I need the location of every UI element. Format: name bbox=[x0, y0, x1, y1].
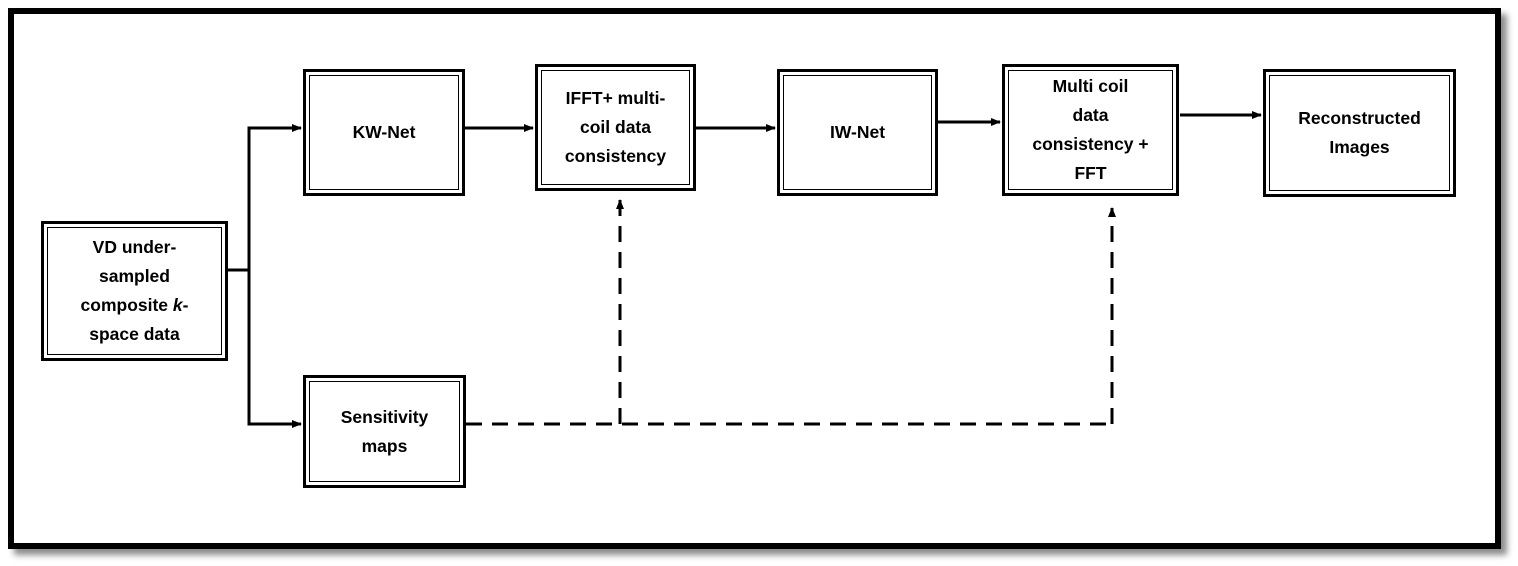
node-kw-net-label: KW-Net bbox=[352, 122, 416, 142]
edge-input-to-sensitivity bbox=[247, 270, 302, 428]
diagram-frame bbox=[8, 8, 1501, 549]
edge-input-to-kwnet bbox=[247, 124, 302, 270]
node-iw-net-label: IW-Net bbox=[829, 122, 886, 142]
node-input-kspace-label: VD under- sampled composite k- space dat… bbox=[80, 237, 189, 344]
node-input-kspace: VD under- sampled composite k- space dat… bbox=[41, 221, 228, 361]
node-ifft-data-consistency-label: IFFT+ multi- coil data consistency bbox=[564, 88, 667, 166]
node-kw-net: KW-Net bbox=[303, 69, 465, 196]
node-sensitivity-maps-label: Sensitivity maps bbox=[340, 406, 429, 456]
node-multicoil-fft-label: Multi coil data consistency + FFT bbox=[1032, 76, 1149, 183]
node-multicoil-fft: Multi coil data consistency + FFT bbox=[1002, 64, 1179, 196]
node-iw-net: IW-Net bbox=[777, 69, 938, 196]
node-ifft-data-consistency: IFFT+ multi- coil data consistency bbox=[535, 64, 696, 191]
node-sensitivity-maps: Sensitivity maps bbox=[303, 375, 466, 488]
node-reconstructed-images: Reconstructed Images bbox=[1263, 69, 1456, 197]
node-reconstructed-images-label: Reconstructed Images bbox=[1298, 108, 1421, 157]
